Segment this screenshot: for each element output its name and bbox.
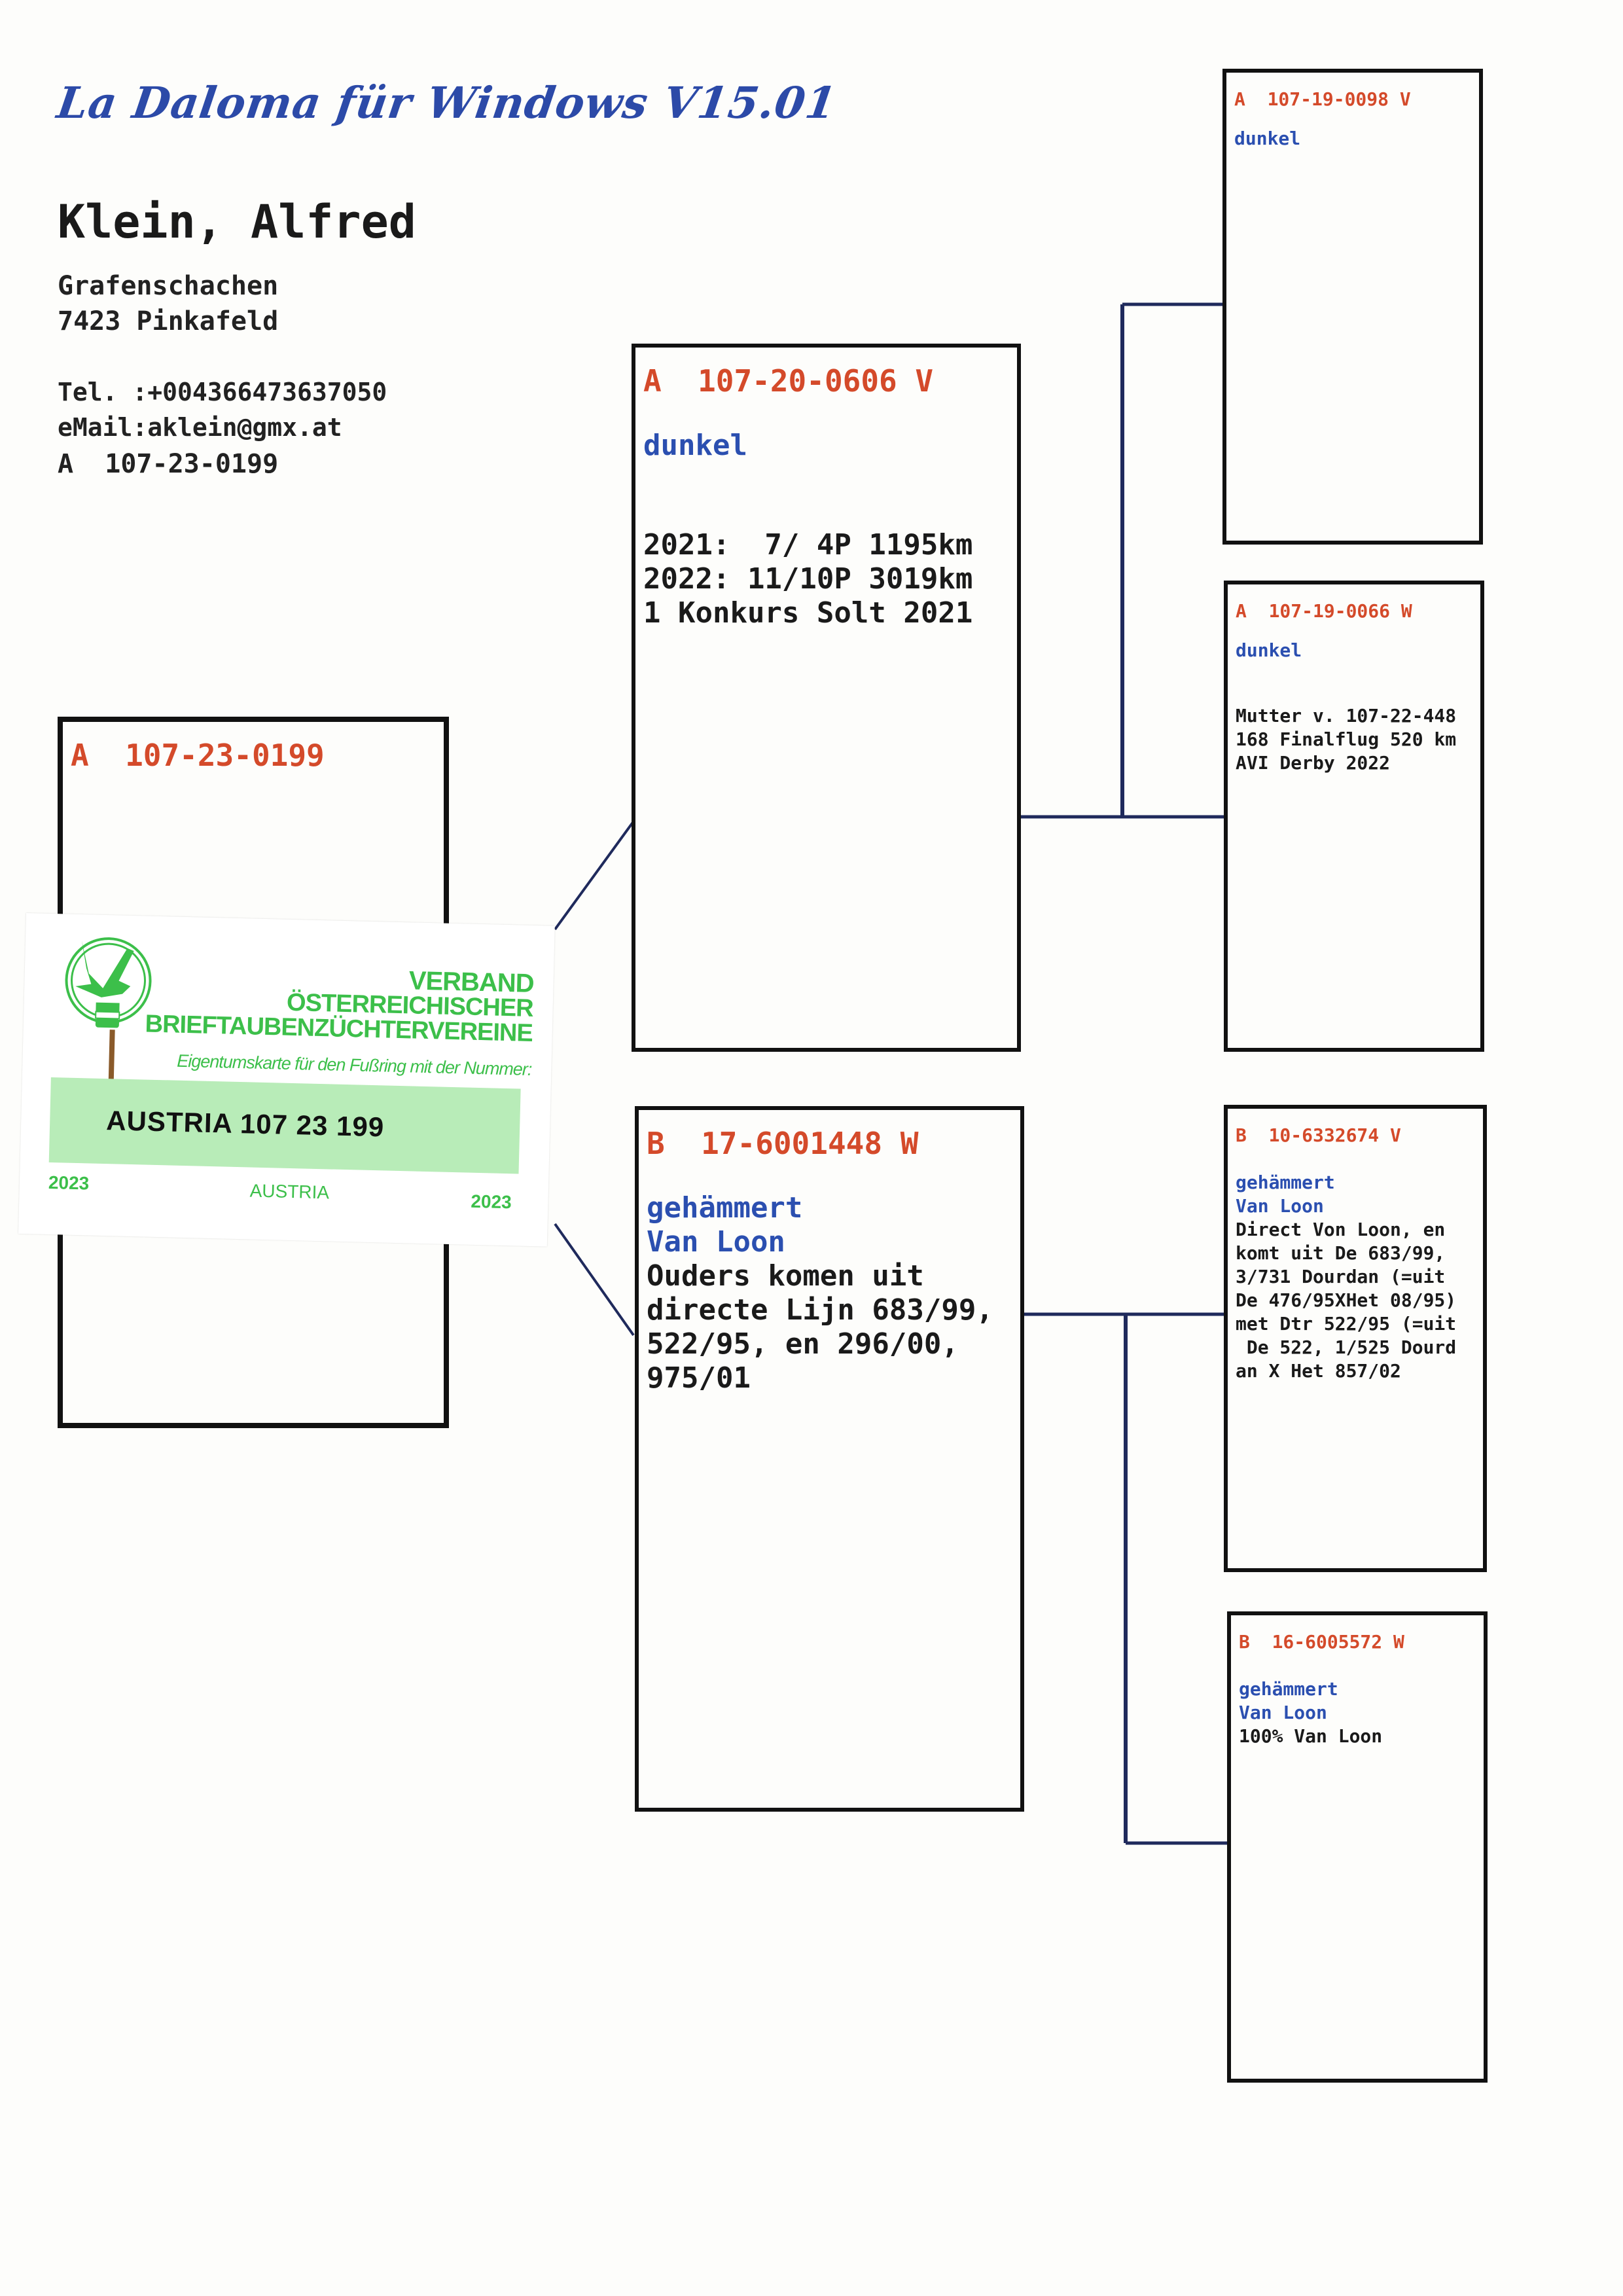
sire-sire-ring: A 107-19-0098 V xyxy=(1234,88,1411,110)
dam-ring: B 17-6001448 W xyxy=(647,1126,919,1161)
sire-dam-color: dunkel xyxy=(1236,639,1302,661)
dam-dam-ring: B 16-6005572 W xyxy=(1239,1631,1404,1653)
dam-dam-color: gehämmert Van Loon xyxy=(1239,1678,1338,1723)
dam-dam-notes: 100% Van Loon xyxy=(1239,1725,1383,1747)
owner-email: eMail:aklein@gmx.at xyxy=(58,413,342,442)
owner-address-line1: Grafenschachen xyxy=(58,271,279,301)
sire-dam-ring: A 107-19-0066 W xyxy=(1236,600,1412,622)
sire-dam-notes: Mutter v. 107-22-448 168 Finalflug 520 k… xyxy=(1236,705,1457,774)
owner-ring: A 107-23-0199 xyxy=(58,449,279,479)
dam-sire-notes: Direct Von Loon, en komt uit De 683/99, … xyxy=(1236,1219,1457,1382)
card-subtitle: Eigentumskarte für den Fußring mit der N… xyxy=(176,1050,532,1079)
sire-notes: 2021: 7/ 4P 1195km 2022: 11/10P 3019km 1… xyxy=(643,528,973,630)
owner-phone: Tel. :+004366473637050 xyxy=(58,378,387,406)
card-organization: VERBAND ÖSTERREICHISCHER BRIEFTAUBENZÜCH… xyxy=(145,966,535,1047)
owner-address-line2: 7423 Pinkafeld xyxy=(58,306,279,336)
sire-sire-box[interactable]: A 107-19-0098 V dunkel xyxy=(1222,69,1483,545)
card-year-right: 2023 xyxy=(471,1191,512,1213)
sire-sire-color: dunkel xyxy=(1234,128,1301,149)
dam-notes: Ouders komen uit directe Lijn 683/99, 52… xyxy=(647,1259,993,1395)
sire-dam-box[interactable]: A 107-19-0066 W dunkel Mutter v. 107-22-… xyxy=(1224,581,1484,1052)
dam-color: gehämmert Van Loon xyxy=(647,1191,803,1259)
card-year-left: 2023 xyxy=(48,1172,90,1194)
sire-ring: A 107-20-0606 V xyxy=(643,363,934,399)
pigeon-ring-logo-icon xyxy=(65,937,152,1028)
dam-sire-color: gehämmert Van Loon xyxy=(1236,1172,1335,1217)
dam-sire-box[interactable]: B 10-6332674 V gehämmert Van Loon Direct… xyxy=(1224,1105,1487,1572)
ownership-card: VERBAND ÖSTERREICHISCHER BRIEFTAUBENZÜCH… xyxy=(18,913,555,1247)
sire-box[interactable]: A 107-20-0606 V dunkel 2021: 7/ 4P 1195k… xyxy=(632,344,1021,1052)
pigeon-ring: A 107-23-0199 xyxy=(71,738,325,773)
dam-sire-ring: B 10-6332674 V xyxy=(1236,1124,1401,1146)
sire-color: dunkel xyxy=(643,429,747,462)
dam-box[interactable]: B 17-6001448 W gehämmert Van Loon Ouders… xyxy=(635,1106,1024,1812)
owner-name: Klein, Alfred xyxy=(58,195,416,249)
dam-dam-box[interactable]: B 16-6005572 W gehämmert Van Loon 100% V… xyxy=(1227,1611,1488,2083)
card-country: AUSTRIA xyxy=(249,1180,330,1203)
